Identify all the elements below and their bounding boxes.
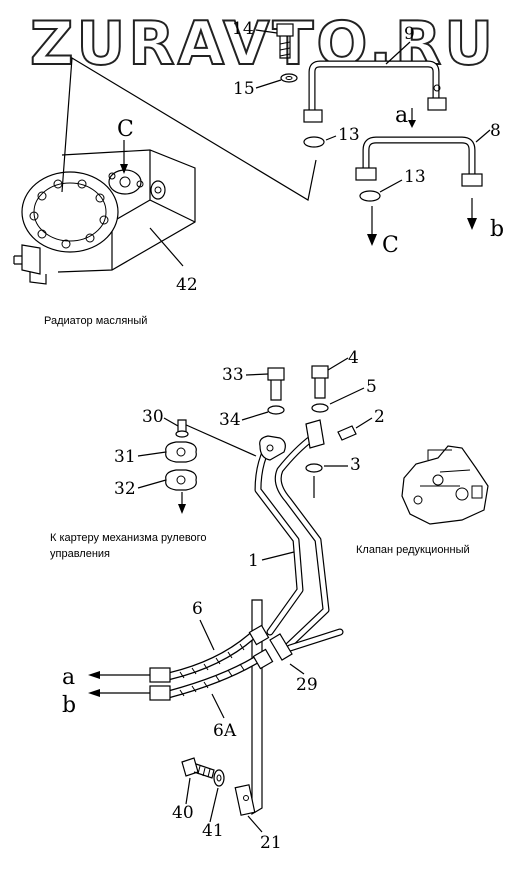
oil-cooler-radiator [13, 149, 196, 285]
callout-13-upper: 13 [338, 125, 360, 145]
bracket-21 [234, 599, 263, 816]
callout-15: 15 [233, 79, 255, 99]
flange-31 [165, 441, 197, 463]
letter-c-top: C [117, 117, 134, 142]
callout-8: 8 [490, 121, 501, 141]
callout-32: 32 [114, 479, 136, 499]
bolt-33 [267, 367, 285, 401]
letter-b-top: b [490, 217, 504, 242]
callout-5: 5 [366, 377, 377, 397]
letter-b-left: b [62, 693, 76, 718]
pipe-29 [269, 628, 344, 661]
pipe-1 [254, 419, 330, 652]
callout-31: 31 [114, 447, 136, 467]
callout-2: 2 [374, 407, 385, 427]
pipe-8 [355, 136, 483, 187]
callout-21: 21 [260, 833, 282, 853]
callout-34: 34 [219, 410, 241, 430]
bolt-40 [181, 757, 215, 779]
callout-6a: 6A [213, 721, 237, 741]
callout-9: 9 [404, 24, 415, 44]
callout-30: 30 [142, 407, 164, 427]
watermark: ZURAVTO.RU [30, 9, 496, 79]
hose-6 [149, 624, 270, 683]
caption-oil-radiator: Радиатор масляный [44, 315, 147, 327]
callout-29: 29 [296, 675, 318, 695]
hose-6a [149, 648, 274, 701]
reducing-valve [401, 445, 489, 525]
callout-13-lower: 13 [404, 167, 426, 187]
plug-2 [337, 425, 357, 441]
callout-3: 3 [350, 455, 361, 475]
callout-1: 1 [248, 551, 259, 571]
gasket-32 [165, 469, 197, 491]
caption-steering-case-2: управления [50, 548, 110, 560]
letter-a-left: a [62, 665, 75, 690]
bolt-4 [311, 365, 329, 399]
pipe-9 [303, 60, 447, 123]
callout-33: 33 [222, 365, 244, 385]
caption-steering-case-1: К картеру механизма рулевого [50, 532, 207, 544]
callout-6: 6 [192, 599, 203, 619]
letter-a-top: a [395, 103, 408, 128]
bolt-14 [276, 23, 294, 59]
callout-14: 14 [232, 19, 254, 39]
callout-4: 4 [348, 348, 359, 368]
callout-41: 41 [202, 821, 224, 841]
caption-reducing-valve: Клапан редукционный [356, 544, 470, 556]
letter-c-bottom: C [382, 233, 399, 258]
callout-40: 40 [172, 803, 194, 823]
callout-42: 42 [176, 275, 198, 295]
